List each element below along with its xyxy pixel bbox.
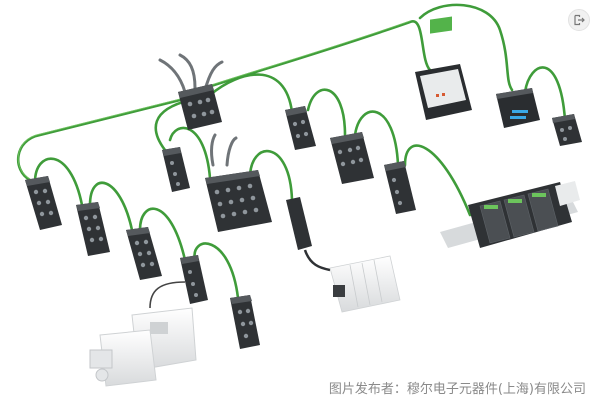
cable: [523, 66, 567, 122]
cable: [208, 73, 294, 114]
cable: [248, 149, 294, 202]
cable: [193, 242, 240, 300]
publisher-caption: 图片发布者：穆尔电子元器件(上海)有限公司: [328, 382, 586, 397]
central-hub: [178, 84, 222, 130]
din-rail-modules: [440, 181, 580, 248]
io-module-left-4: [180, 255, 208, 304]
io-module-center-3: [384, 161, 416, 214]
cable-highlights: [17, 20, 411, 180]
io-module-small-1: [162, 147, 190, 192]
cable: [418, 3, 514, 92]
cable: [33, 157, 84, 207]
exit-button[interactable]: [568, 9, 590, 31]
io-module-center-1: [285, 106, 316, 150]
cable: [16, 98, 182, 182]
adapter-pendant: [286, 197, 331, 272]
cable: [353, 110, 400, 167]
io-module-left-1: [25, 176, 62, 230]
network-switch: [496, 88, 540, 128]
cable: [154, 98, 192, 152]
exit-icon: [574, 14, 585, 26]
cable: [403, 144, 472, 217]
io-module-left-2: [76, 202, 110, 256]
white-io-block: [329, 255, 401, 313]
gateway-box: [415, 16, 472, 120]
io-module-left-5: [230, 295, 260, 349]
io-module-left-3: [126, 227, 162, 280]
cable: [88, 181, 134, 232]
cables: [16, 3, 567, 300]
robot-gripper: [89, 281, 197, 387]
io-module-center-2: [330, 132, 374, 184]
cable: [306, 88, 347, 137]
io-module-right: [552, 114, 582, 146]
cable: [138, 207, 187, 262]
cable: [168, 126, 212, 180]
grey-cables: [158, 53, 238, 167]
io-module-large: [205, 170, 272, 232]
